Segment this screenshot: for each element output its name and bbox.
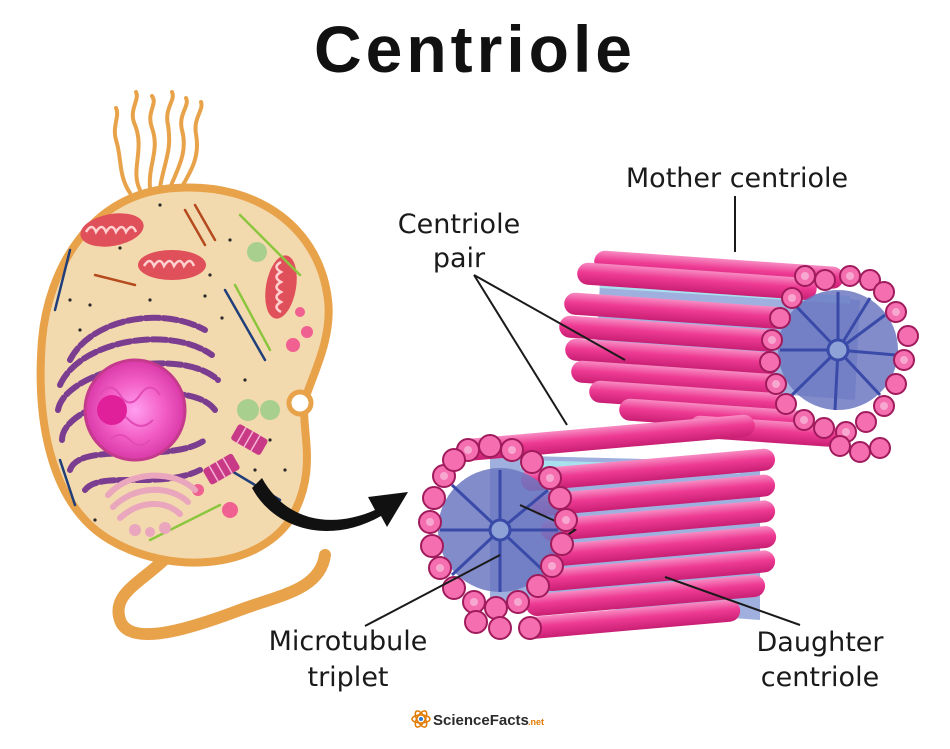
cilia-icon	[112, 90, 204, 195]
sciencefacts-logo: ScienceFacts .net	[411, 710, 544, 729]
label-microtubule-triplet-line1: Microtubule	[269, 626, 428, 657]
daughter-centriole	[418, 414, 777, 640]
mother-end-face	[759, 265, 919, 463]
mother-centriole	[559, 250, 919, 463]
cell-centriole-icon	[203, 424, 268, 485]
label-daughter-centriole-line2: centriole	[761, 662, 879, 693]
label-microtubule-triplet-line2: triplet	[307, 662, 388, 693]
label-centriole-pair-line1: Centriole	[398, 209, 520, 240]
arrow-icon	[252, 478, 408, 532]
label-centriole-pair-line2: pair	[433, 243, 486, 274]
vesicle-icon	[192, 242, 313, 518]
cell-illustration	[36, 90, 333, 640]
cell-membrane	[36, 183, 333, 567]
leader-lines	[364, 196, 801, 627]
daughter-end-face	[418, 434, 578, 640]
tail-icon	[112, 539, 331, 640]
label-mother-centriole: Mother centriole	[626, 163, 848, 194]
label-daughter-centriole-line1: Daughter	[757, 627, 885, 658]
ribosome-dots	[68, 203, 287, 522]
logo-brand: ScienceFacts	[433, 712, 529, 729]
golgi-apparatus-icon	[105, 472, 198, 521]
page-title: Centriole	[314, 12, 636, 86]
mitochondria-icon	[80, 213, 297, 319]
atom-icon	[411, 710, 431, 728]
nucleus-icon	[83, 358, 187, 462]
logo-suffix: .net	[528, 717, 544, 727]
